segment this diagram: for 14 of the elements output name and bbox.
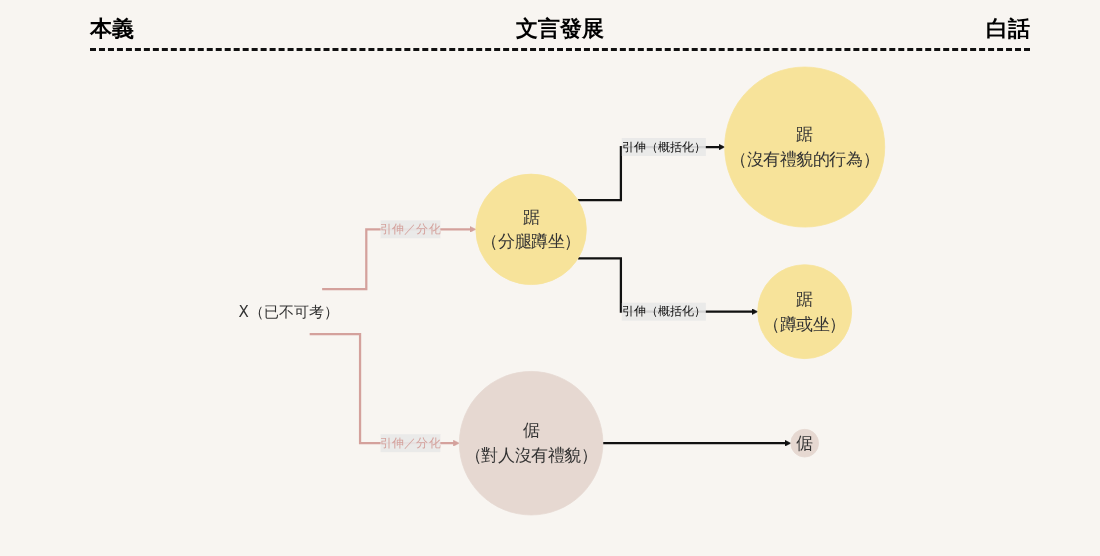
edge-label: 引伸（概括化） [621,139,706,154]
node-circle: 踞 （蹲或坐） [756,264,852,360]
node-circle: 踞 （分腿蹲坐） [475,173,587,285]
timeline-label: 本義 [90,15,134,43]
timeline-label: 文言發展 [516,15,604,43]
node-circle: 倨 （對人沒有禮貌） [458,371,603,516]
edge-label: 引伸／分化 [380,221,441,237]
node-text: X（已不可考） [238,302,339,321]
node-circle: 踞 （沒有禮貌的行為） [723,66,885,228]
arrow [602,439,791,447]
node-circle: 倨 [790,428,819,458]
edge-label: 引伸（概括化） [621,304,706,319]
timeline-label: 白話 [986,15,1030,43]
edge-label: 引伸／分化 [380,435,441,450]
